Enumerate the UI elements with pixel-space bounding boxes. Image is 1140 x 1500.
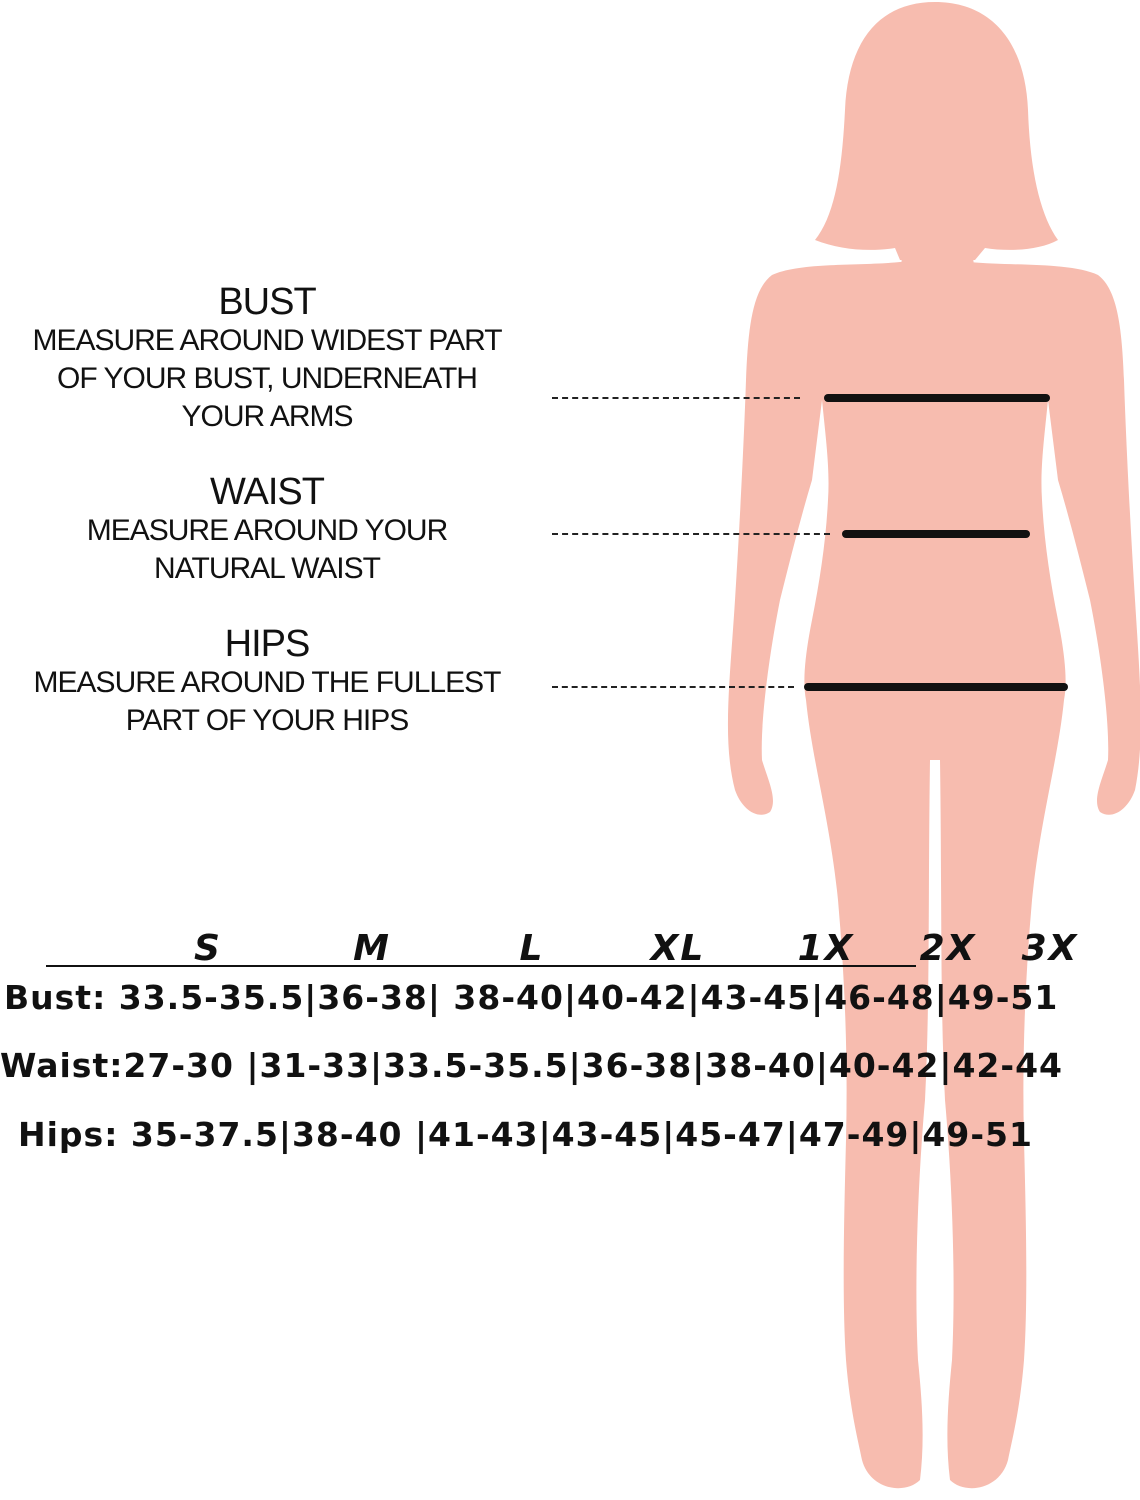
bust-desc-line-1: MEASURE AROUND WIDEST PART <box>32 324 502 357</box>
size-label-2x: 2X <box>919 928 977 969</box>
bust-heading: BUST <box>218 281 316 323</box>
size-label-l: L <box>519 928 545 969</box>
hips-size-row: Hips: 35-37.5|38-40 |41-43|43-45|45-47|4… <box>18 1115 1033 1154</box>
size-label-xl: XL <box>650 928 706 969</box>
size-label-s: S <box>194 928 222 969</box>
silhouette-shape <box>727 2 1140 1489</box>
hips-measure-line <box>804 683 1068 691</box>
waist-size-row: Waist:27-30 |31-33|33.5-35.5|36-38|38-40… <box>0 1046 1064 1085</box>
hips-desc-line-2: PART OF YOUR HIPS <box>125 704 410 737</box>
bust-desc-line-3: YOUR ARMS <box>181 400 353 433</box>
waist-leader-line <box>552 533 830 535</box>
waist-instruction: WAIST MEASURE AROUND YOUR NATURAL WAIST <box>0 472 534 588</box>
bust-leader-line <box>552 397 800 399</box>
bust-desc-line-2: OF YOUR BUST, UNDERNEATH <box>57 362 478 395</box>
bust-measure-line <box>824 394 1050 402</box>
hips-leader-line <box>552 686 794 688</box>
bust-instruction: BUST MEASURE AROUND WIDEST PART OF YOUR … <box>0 282 534 436</box>
hips-desc-line-1: MEASURE AROUND THE FULLEST <box>33 666 502 699</box>
size-label-m: M <box>353 928 391 969</box>
hips-instruction: HIPS MEASURE AROUND THE FULLEST PART OF … <box>0 624 534 740</box>
size-label-1x: 1X <box>797 928 855 969</box>
waist-desc-line-1: MEASURE AROUND YOUR <box>86 514 449 547</box>
hips-heading: HIPS <box>224 623 311 665</box>
waist-desc-line-2: NATURAL WAIST <box>154 552 381 585</box>
size-header-underline <box>46 965 916 967</box>
waist-heading: WAIST <box>210 471 325 513</box>
waist-measure-line <box>842 530 1030 538</box>
bust-size-row: Bust: 33.5-35.5|36-38| 38-40|40-42|43-45… <box>4 978 1059 1017</box>
size-label-3x: 3X <box>1021 928 1079 969</box>
